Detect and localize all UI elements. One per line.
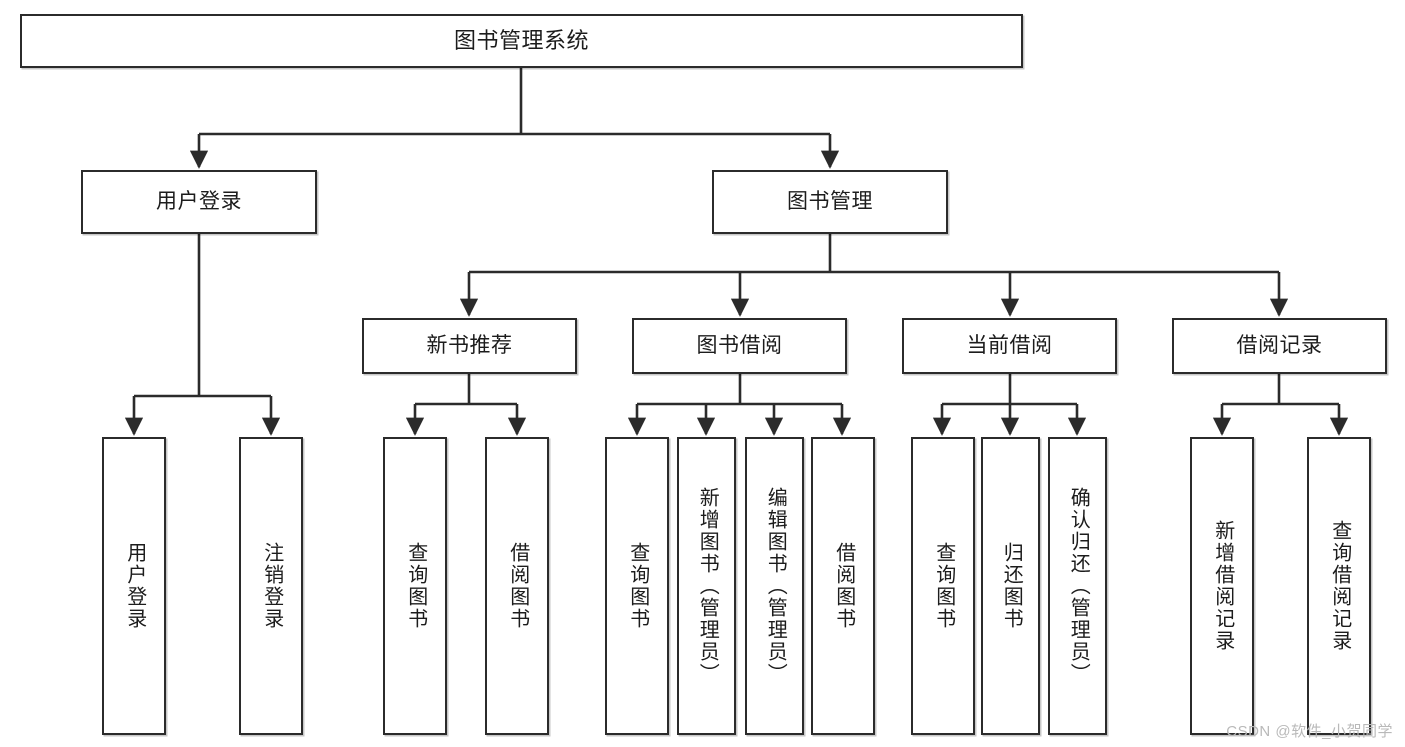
node-label: 确认归还（管理员） (1067, 487, 1090, 685)
leaf-current-borrow-query-book[interactable]: 查询图书 (911, 437, 975, 735)
leaf-new-book-query-book[interactable]: 查询图书 (383, 437, 447, 735)
node-label: 图书管理系统 (453, 28, 589, 54)
leaf-borrow-record-add-record[interactable]: 新增借阅记录 (1190, 437, 1254, 735)
node-user-login[interactable]: 用户登录 (81, 170, 317, 234)
node-label: 编辑图书（管理员） (764, 487, 787, 685)
node-label: 用户登录 (156, 189, 242, 213)
node-book-borrow[interactable]: 图书借阅 (632, 318, 847, 374)
leaf-book-borrow-query-book[interactable]: 查询图书 (605, 437, 669, 735)
node-root-book-management-system[interactable]: 图书管理系统 (20, 14, 1023, 68)
leaf-current-borrow-confirm-return-admin[interactable]: 确认归还（管理员） (1048, 437, 1107, 735)
leaf-borrow-record-query-record[interactable]: 查询借阅记录 (1307, 437, 1371, 735)
node-label: 查询图书 (404, 542, 427, 630)
node-label: 新增借阅记录 (1211, 520, 1234, 652)
node-label: 用户登录 (123, 542, 146, 630)
leaf-current-borrow-return-book[interactable]: 归还图书 (981, 437, 1040, 735)
node-borrow-record[interactable]: 借阅记录 (1172, 318, 1387, 374)
node-label: 查询图书 (932, 542, 955, 630)
node-label: 图书管理 (787, 189, 873, 213)
leaf-book-borrow-edit-book-admin[interactable]: 编辑图书（管理员） (745, 437, 804, 735)
leaf-book-borrow-add-book-admin[interactable]: 新增图书（管理员） (677, 437, 736, 735)
csdn-watermark: CSDN @软件_小贺同学 (1226, 723, 1393, 740)
leaf-book-borrow-borrow-book[interactable]: 借阅图书 (811, 437, 875, 735)
leaf-user-login-login[interactable]: 用户登录 (102, 437, 166, 735)
node-label: 借阅图书 (832, 542, 855, 630)
node-label: 借阅图书 (506, 542, 529, 630)
node-label: 查询借阅记录 (1328, 520, 1351, 652)
node-label: 查询图书 (626, 542, 649, 630)
node-label: 归还图书 (1000, 542, 1023, 630)
node-label: 新增图书（管理员） (696, 487, 719, 685)
node-label: 当前借阅 (966, 333, 1053, 357)
node-label: 注销登录 (260, 542, 283, 630)
leaf-new-book-borrow-book[interactable]: 借阅图书 (485, 437, 549, 735)
node-label: 新书推荐 (426, 333, 513, 357)
node-current-borrow[interactable]: 当前借阅 (902, 318, 1117, 374)
node-label: 图书借阅 (696, 333, 783, 357)
node-book-management[interactable]: 图书管理 (712, 170, 948, 234)
node-new-book-recommend[interactable]: 新书推荐 (362, 318, 577, 374)
node-label: 借阅记录 (1236, 333, 1323, 357)
leaf-user-login-logout[interactable]: 注销登录 (239, 437, 303, 735)
